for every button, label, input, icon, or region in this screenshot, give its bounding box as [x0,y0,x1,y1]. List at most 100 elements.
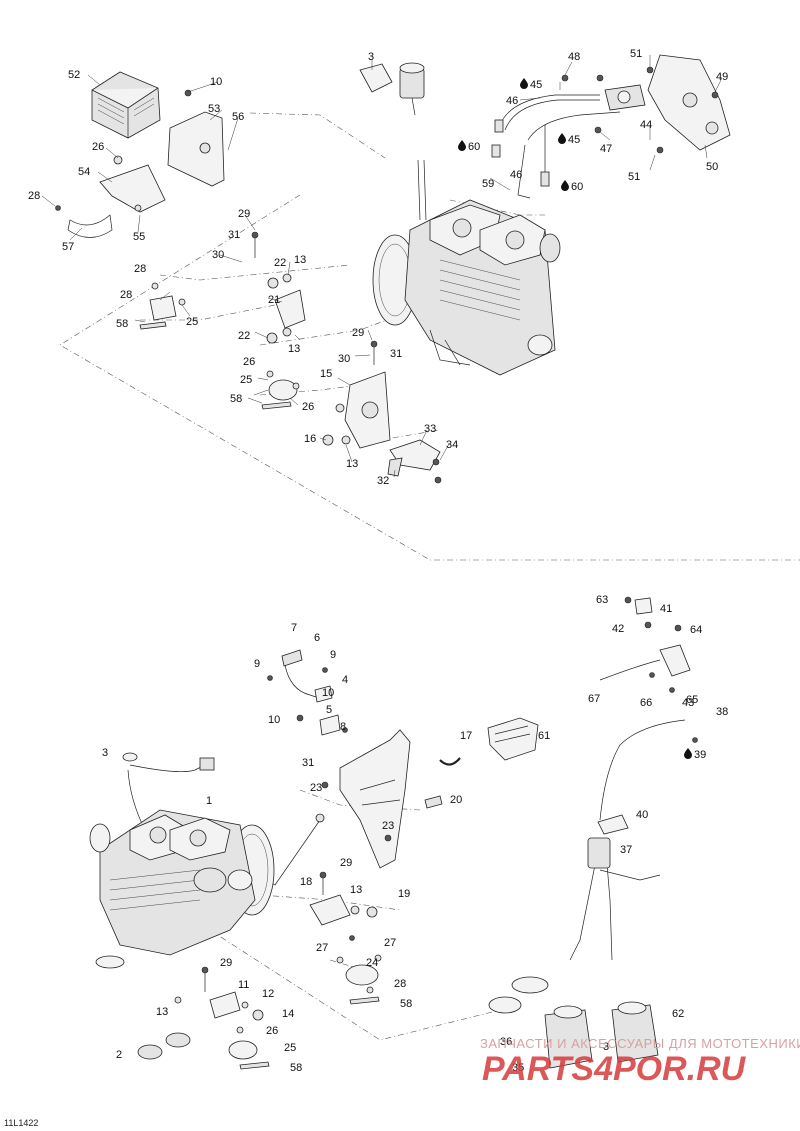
callout-57: 57 [62,241,74,253]
callout-41: 41 [660,603,672,615]
callout-30: 30 [212,249,224,261]
document-id: 11L1422 [4,1118,39,1128]
callout-3: 3 [102,747,108,759]
callout-67: 67 [588,693,600,705]
callout-38: 38 [716,706,728,718]
callout-17: 17 [460,730,472,742]
callout-12: 12 [262,988,274,1000]
callout-66: 66 [640,697,652,709]
watermark-brand: PARTS4POR.RU [482,1050,746,1088]
oil-drop-icon [558,133,566,144]
callout-52: 52 [68,69,80,81]
callout-13: 13 [350,884,362,896]
callout-51: 51 [628,171,640,183]
engine-plate-15 [322,340,391,449]
callout-60: 60 [468,141,480,153]
callout-7: 7 [291,622,297,634]
callout-29: 29 [220,957,232,969]
callout-37: 37 [620,844,632,856]
callout-48: 48 [568,51,580,63]
callout-29: 29 [352,327,364,339]
callout-25: 25 [284,1042,296,1054]
callout-26: 26 [302,401,314,413]
callout-43: 43 [682,697,694,709]
callout-10: 10 [268,714,280,726]
callout-26: 26 [92,141,104,153]
callout-10: 10 [210,76,222,88]
callout-63: 63 [596,594,608,606]
callout-39: 39 [694,749,706,761]
callout-46: 46 [510,169,522,181]
callout-26: 26 [266,1025,278,1037]
callout-29: 29 [238,208,250,220]
watermark: ЗАПЧАСТИ И АКСЕССУАРЫ ДЛЯ МОТОТЕХНИКИ PA… [480,1036,800,1088]
callout-20: 20 [450,794,462,806]
mount-11-lower [174,966,270,1070]
mount-24 [336,954,382,1005]
callout-31: 31 [302,757,314,769]
callout-42: 42 [612,623,624,635]
callout-21: 21 [268,294,280,306]
callout-3: 3 [603,1041,609,1053]
callout-19: 19 [398,888,410,900]
callout-22: 22 [274,257,286,269]
ecu-module-52 [91,71,161,139]
hose-17 [439,757,461,766]
callout-33: 33 [424,423,436,435]
rubber-mount-25-left [139,282,186,330]
callout-31: 31 [390,348,402,360]
callout-40: 40 [636,809,648,821]
callout-25: 25 [240,374,252,386]
callout-28: 28 [394,978,406,990]
callout-55: 55 [133,231,145,243]
callout-58: 58 [290,1062,302,1074]
callout-23: 23 [310,782,322,794]
callout-60: 60 [571,181,583,193]
callout-29: 29 [340,857,352,869]
callout-2: 2 [116,1049,122,1061]
callout-9: 9 [330,649,336,661]
callout-28: 28 [134,263,146,275]
callout-51: 51 [630,48,642,60]
watermark-tagline: ЗАПЧАСТИ И АКСЕССУАРЫ ДЛЯ МОТОТЕХНИКИ [480,1036,800,1051]
bracket-32-33 [387,439,442,484]
ecu-bracket-53 [167,89,225,187]
callout-13: 13 [294,254,306,266]
callout-8: 8 [340,721,346,733]
callout-18: 18 [300,876,312,888]
rubber-mount-25-center [261,370,300,410]
callout-47: 47 [600,143,612,155]
callout-64: 64 [690,624,702,636]
callout-15: 15 [320,368,332,380]
plug-2 [137,1032,191,1060]
callout-28: 28 [120,289,132,301]
cover-61 [487,717,539,761]
callout-1: 1 [206,795,212,807]
callout-30: 30 [338,353,350,365]
sensor-harness [267,649,348,736]
callout-24: 24 [366,957,378,969]
callout-13: 13 [156,1006,168,1018]
callout-25: 25 [186,316,198,328]
callout-65: 65 [686,694,698,706]
engine-mount-21 [251,231,306,344]
callout-27: 27 [316,942,328,954]
fuel-pump-3 [359,62,427,221]
callout-62: 62 [672,1008,684,1020]
callout-16: 16 [304,433,316,445]
strap-57 [55,205,113,238]
bracket-54 [99,155,166,213]
callout-58: 58 [230,393,242,405]
callout-13: 13 [346,458,358,470]
callout-11: 11 [238,979,249,991]
callout-45: 45 [568,134,580,146]
bracket-31 [321,729,443,869]
callout-35: 35 [512,1062,524,1074]
oil-drop-icon [561,180,569,191]
callout-3: 3 [368,51,374,63]
callout-5: 5 [326,704,332,716]
oil-drop-icon [520,78,528,89]
callout-23: 23 [382,820,394,832]
